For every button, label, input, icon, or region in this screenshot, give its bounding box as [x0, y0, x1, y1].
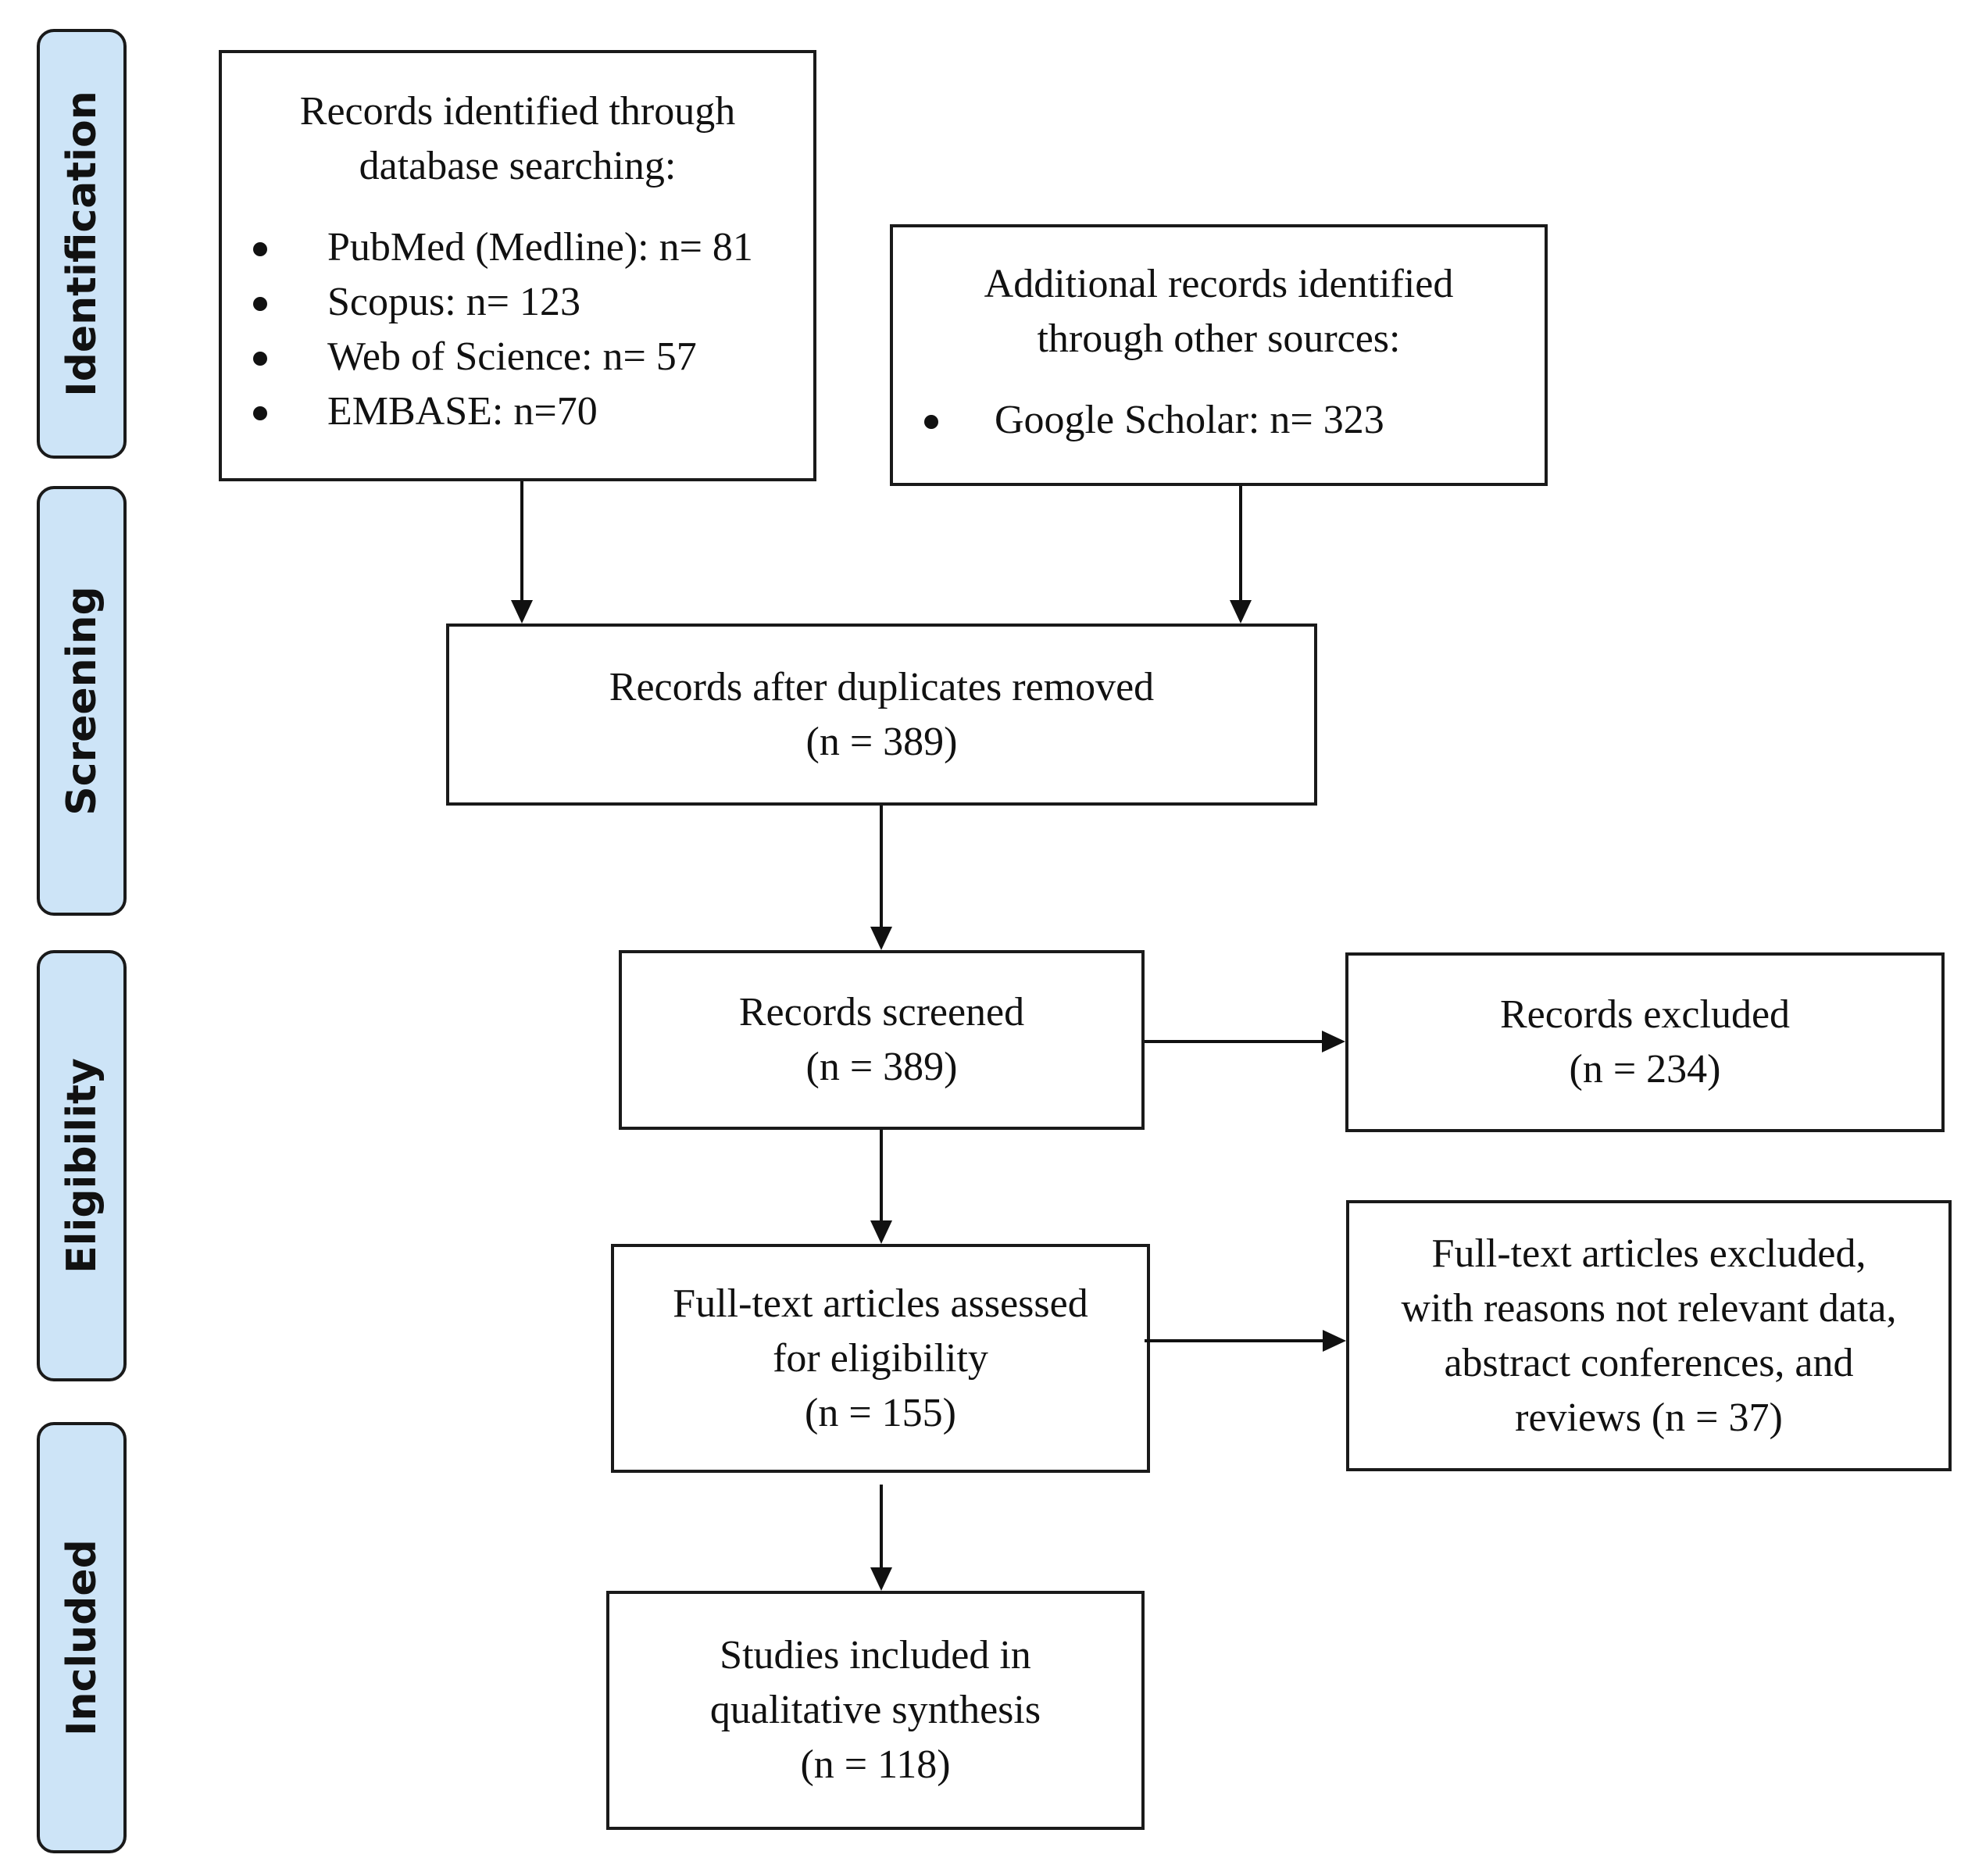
phase-identification: Identification [37, 29, 127, 459]
other-sources-heading-line-2: through other sources: [1037, 316, 1401, 361]
fulltext-assessed-line-2: for eligibility [773, 1335, 988, 1381]
phase-eligibility: Eligibility [37, 950, 127, 1381]
studies-included-line-3: (n = 118) [800, 1742, 951, 1787]
fulltext-excluded-line-1: Full-text articles excluded, [1431, 1231, 1866, 1276]
database-item-embase: EMBASE: n=70 [253, 384, 813, 439]
studies-included-line-1: Studies included in [720, 1633, 1031, 1678]
arrowhead-screened-to-excluded [1322, 1031, 1345, 1052]
other-source-item-google-scholar: Google Scholar: n= 323 [893, 393, 1545, 448]
arrowhead-fulltext-to-excluded [1323, 1330, 1346, 1352]
duplicates-removed-box: Records after duplicates removed (n = 38… [446, 624, 1317, 806]
arrowhead-duplicates-to-screened [870, 927, 892, 950]
database-search-heading-line-1: Records identified through [299, 89, 736, 134]
fulltext-assessed-box: Full-text articles assessed for eligibil… [611, 1244, 1150, 1473]
records-excluded-line-1: Records excluded [1499, 992, 1791, 1037]
phase-screening: Screening [37, 486, 127, 916]
database-item-scopus: Scopus: n= 123 [253, 275, 813, 330]
fulltext-excluded-line-3: abstract conferences, and [1444, 1340, 1854, 1385]
database-item-pubmed: PubMed (Medline): n= 81 [253, 220, 813, 275]
arrowhead-fulltext-to-included [870, 1567, 892, 1591]
duplicates-removed-line-2: (n = 389) [805, 719, 958, 764]
records-excluded-box: Records excluded (n = 234) [1345, 952, 1945, 1132]
phase-included: Included [37, 1422, 127, 1853]
arrowhead-database-to-duplicates [511, 600, 533, 624]
fulltext-excluded-line-4: reviews (n = 37) [1515, 1395, 1783, 1440]
duplicates-removed-line-1: Records after duplicates removed [609, 664, 1155, 709]
other-sources-heading-line-1: Additional records identified [984, 262, 1454, 306]
fulltext-excluded-line-2: with reasons not relevant data, [1401, 1285, 1897, 1331]
fulltext-excluded-box: Full-text articles excluded, with reason… [1346, 1200, 1952, 1471]
database-search-box: Records identified through database sear… [219, 50, 816, 481]
records-screened-line-2: (n = 389) [805, 1045, 958, 1089]
records-excluded-line-2: (n = 234) [1569, 1047, 1721, 1092]
arrowhead-screened-to-fulltext [870, 1220, 892, 1244]
other-sources-list: Google Scholar: n= 323 [893, 393, 1545, 448]
studies-included-box: Studies included in qualitative synthesi… [606, 1591, 1145, 1830]
database-item-web-of-science: Web of Science: n= 57 [253, 330, 813, 384]
fulltext-assessed-line-3: (n = 155) [805, 1390, 956, 1435]
fulltext-assessed-line-1: Full-text articles assessed [673, 1281, 1088, 1326]
records-screened-line-1: Records screened [738, 990, 1025, 1034]
other-sources-box: Additional records identified through ot… [890, 224, 1548, 486]
database-list: PubMed (Medline): n= 81 Scopus: n= 123 W… [222, 220, 813, 439]
database-search-heading-line-2: database searching: [359, 144, 677, 188]
studies-included-line-2: qualitative synthesis [709, 1688, 1041, 1732]
records-screened-box: Records screened (n = 389) [619, 950, 1145, 1130]
arrowhead-other-to-duplicates [1230, 600, 1252, 624]
